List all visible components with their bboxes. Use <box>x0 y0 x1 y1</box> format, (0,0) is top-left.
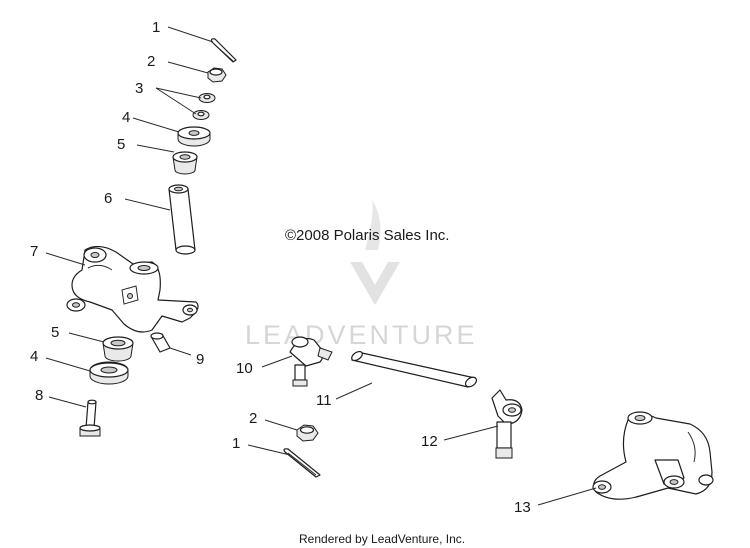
part-tie-rod-end-left <box>289 336 333 387</box>
callout-2-lower: 2 <box>249 410 257 427</box>
part-cotter-pin-lower <box>283 448 321 478</box>
callout-11: 11 <box>316 392 332 409</box>
callout-9: 9 <box>196 351 204 368</box>
part-nut-lower <box>296 424 319 442</box>
part-large-washer-lower <box>89 361 129 385</box>
callout-12: 12 <box>421 433 438 450</box>
leader-lines <box>45 26 597 506</box>
callout-labels: 1 2 3 4 5 6 7 5 4 8 9 10 11 2 1 12 13 <box>30 19 531 516</box>
part-bushing-lower <box>102 336 134 362</box>
part-steering-arm <box>66 245 199 333</box>
part-tie-rod-end-right <box>491 389 523 459</box>
callout-6: 6 <box>104 190 112 207</box>
callout-1: 1 <box>152 19 160 36</box>
part-cotter-pin-top <box>210 38 237 63</box>
callout-13: 13 <box>514 499 531 516</box>
watermark-logo <box>350 200 400 305</box>
callout-2: 2 <box>147 53 155 70</box>
part-pin <box>150 332 171 353</box>
callout-4: 4 <box>122 109 130 126</box>
part-spindle-knuckle <box>592 411 714 500</box>
callout-8: 8 <box>35 387 43 404</box>
callout-4-lower: 4 <box>30 348 38 365</box>
part-spindle-tube <box>168 184 196 255</box>
callout-10: 10 <box>236 360 253 377</box>
part-nut-top <box>207 67 227 83</box>
part-bushing-top <box>172 151 198 175</box>
callout-5-lower: 5 <box>51 324 59 341</box>
callout-3: 3 <box>135 80 143 97</box>
callout-7: 7 <box>30 243 38 260</box>
watermark-text: LEADVENTURE <box>245 320 478 350</box>
footer-text: Rendered by LeadVenture, Inc. <box>299 532 465 546</box>
part-bolt <box>79 399 101 437</box>
part-tie-rod-tube <box>351 350 478 388</box>
callout-5: 5 <box>117 136 125 153</box>
callout-1-lower: 1 <box>232 435 240 452</box>
part-large-washer-top <box>177 126 211 147</box>
part-washers <box>192 93 216 120</box>
copyright-text: ©2008 Polaris Sales Inc. <box>285 227 449 244</box>
